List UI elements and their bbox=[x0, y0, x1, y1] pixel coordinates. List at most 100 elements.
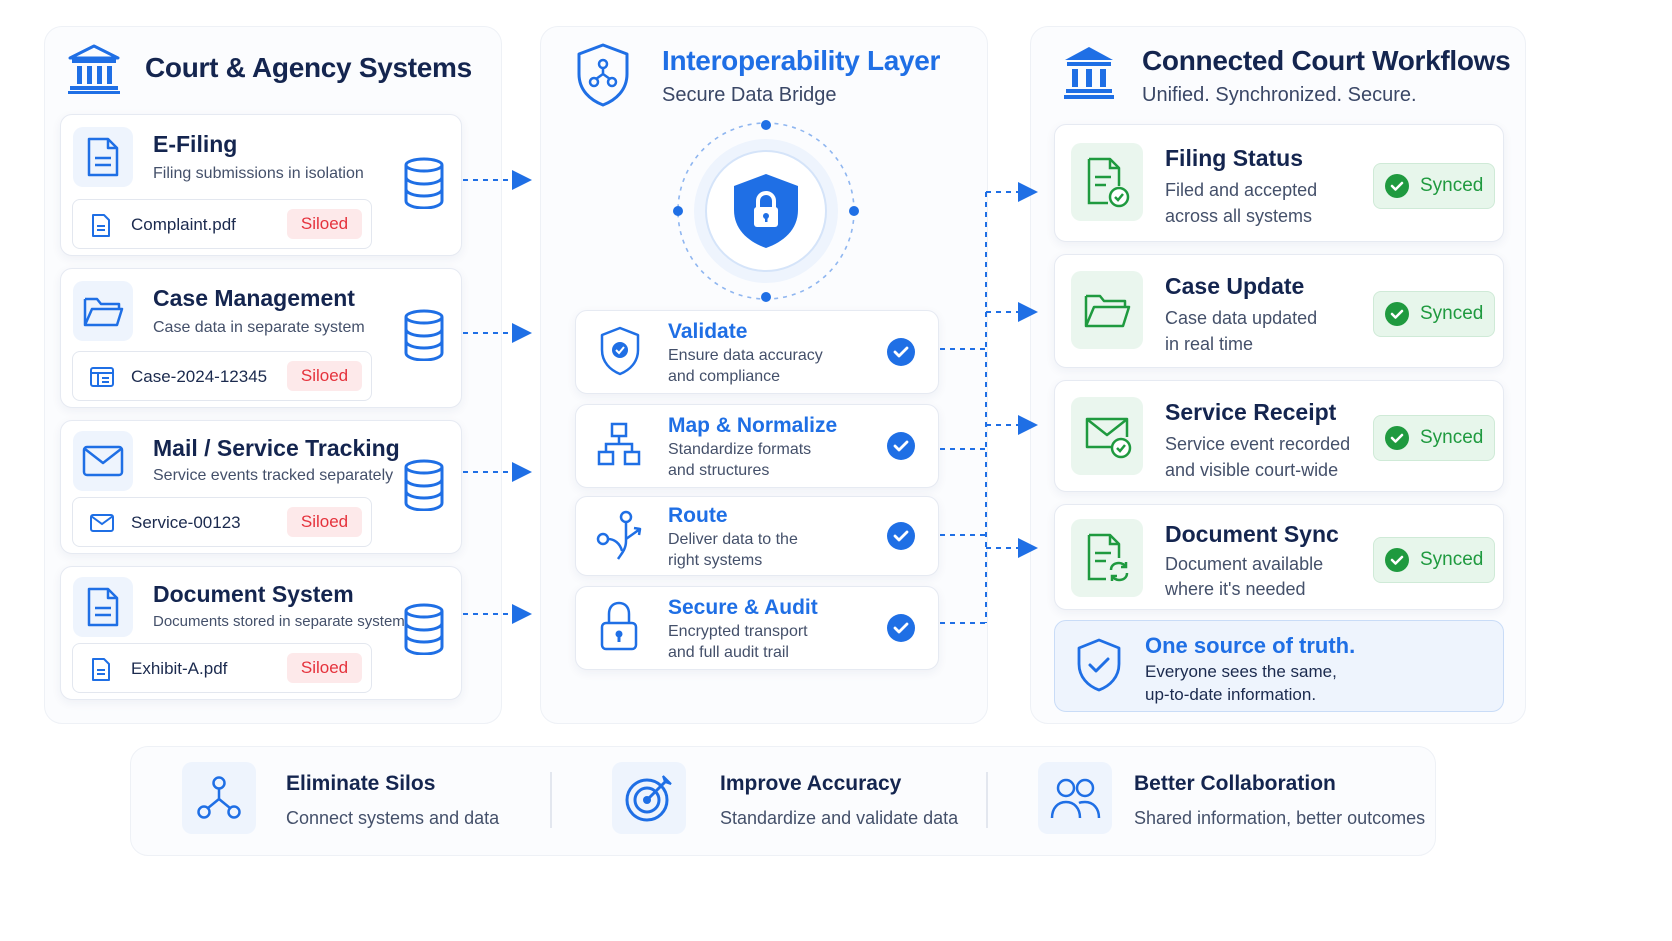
people-icon bbox=[1050, 778, 1101, 819]
workflow-desc-line1: Service event recorded bbox=[1165, 434, 1351, 454]
benefit-divider bbox=[550, 772, 552, 828]
system-desc: Documents stored in separate system bbox=[153, 613, 405, 630]
mail-icon bbox=[82, 445, 124, 477]
step-desc-line2: and full audit trail bbox=[668, 644, 789, 661]
source-of-truth-callout: One source of truth. Everyone sees the s… bbox=[1054, 620, 1504, 712]
workflow-title: Filing Status bbox=[1165, 145, 1303, 171]
target-icon-box bbox=[612, 762, 686, 834]
case-file-icon bbox=[90, 367, 114, 387]
mail-icon-box bbox=[73, 431, 133, 491]
step-title: Secure & Audit bbox=[668, 596, 818, 619]
workflow-card-filing-status[interactable]: Filing Status Filed and accepted across … bbox=[1054, 124, 1504, 242]
file-name: Exhibit-A.pdf bbox=[131, 659, 228, 678]
system-name: Mail / Service Tracking bbox=[153, 435, 400, 461]
workflow-desc-line2: in real time bbox=[1165, 334, 1254, 354]
siloed-badge: Siloed bbox=[287, 361, 362, 391]
workflow-card-document-sync[interactable]: Document Sync Document available where i… bbox=[1054, 504, 1504, 610]
benefit-title: Better Collaboration bbox=[1134, 772, 1336, 795]
check-circle-icon bbox=[887, 338, 915, 366]
system-name: E-Filing bbox=[153, 131, 238, 157]
step-desc-line2: and structures bbox=[668, 462, 770, 479]
synced-label: Synced bbox=[1420, 303, 1484, 324]
mail-check-icon-box bbox=[1071, 397, 1143, 475]
system-name: Document System bbox=[153, 581, 354, 607]
check-circle-icon bbox=[1385, 174, 1409, 198]
mail-check-icon bbox=[1085, 417, 1132, 459]
system-desc: Case data in separate system bbox=[153, 319, 365, 336]
service-id: Service-00123 bbox=[131, 513, 241, 532]
courthouse-icon bbox=[1062, 44, 1116, 105]
hierarchy-icon bbox=[597, 422, 641, 466]
step-title: Route bbox=[668, 504, 728, 527]
workflow-title: Document Sync bbox=[1165, 521, 1339, 547]
system-card-efiling[interactable]: E-Filing Filing submissions in isolation… bbox=[60, 114, 462, 256]
synced-label: Synced bbox=[1420, 175, 1484, 196]
step-card-secure-audit[interactable]: Secure & Audit Encrypted transport and f… bbox=[575, 586, 939, 670]
document-icon-box bbox=[73, 127, 133, 187]
document-check-icon-box bbox=[1071, 143, 1143, 221]
file-item[interactable]: Complaint.pdf Siloed bbox=[72, 199, 372, 249]
workflow-desc-line2: where it's needed bbox=[1165, 579, 1306, 599]
check-circle-icon bbox=[887, 522, 915, 550]
system-name: Case Management bbox=[153, 285, 355, 311]
step-desc-line1: Deliver data to the bbox=[668, 531, 798, 548]
step-desc-line1: Ensure data accuracy bbox=[668, 347, 823, 364]
step-card-route[interactable]: Route Deliver data to the right systems bbox=[575, 496, 939, 576]
workflow-card-case-update[interactable]: Case Update Case data updated in real ti… bbox=[1054, 254, 1504, 368]
step-card-validate[interactable]: Validate Ensure data accuracy and compli… bbox=[575, 310, 939, 394]
court-systems-title: Court & Agency Systems bbox=[145, 52, 472, 83]
workflow-title: Case Update bbox=[1165, 273, 1305, 299]
step-desc-line2: right systems bbox=[668, 552, 763, 569]
database-icon bbox=[404, 459, 444, 511]
document-icon-box bbox=[73, 577, 133, 637]
document-sync-icon-box bbox=[1071, 519, 1143, 597]
synced-badge: Synced bbox=[1373, 291, 1495, 337]
system-card-document-system[interactable]: Document System Documents stored in sepa… bbox=[60, 566, 462, 700]
synced-badge: Synced bbox=[1373, 537, 1495, 583]
check-circle-icon bbox=[1385, 302, 1409, 326]
step-title: Map & Normalize bbox=[668, 414, 838, 437]
shield-check-icon bbox=[1077, 638, 1121, 692]
case-item[interactable]: Case-2024-12345 Siloed bbox=[72, 351, 372, 401]
system-card-case-management[interactable]: Case Management Case data in separate sy… bbox=[60, 268, 462, 408]
file-icon bbox=[92, 658, 110, 681]
workflow-desc-line1: Case data updated bbox=[1165, 308, 1318, 328]
benefit-desc: Connect systems and data bbox=[286, 808, 500, 828]
system-card-mail-service[interactable]: Mail / Service Tracking Service events t… bbox=[60, 420, 462, 554]
step-card-map-normalize[interactable]: Map & Normalize Standardize formats and … bbox=[575, 404, 939, 488]
secure-bridge-emblem bbox=[670, 118, 862, 309]
workflow-desc-line1: Document available bbox=[1165, 554, 1324, 574]
check-circle-icon bbox=[887, 432, 915, 460]
truth-desc-line1: Everyone sees the same, bbox=[1145, 662, 1337, 681]
workflow-card-service-receipt[interactable]: Service Receipt Service event recorded a… bbox=[1054, 380, 1504, 492]
workflow-desc-line1: Filed and accepted bbox=[1165, 180, 1318, 200]
system-desc: Service events tracked separately bbox=[153, 467, 394, 484]
benefits-panel bbox=[130, 746, 1436, 856]
workflow-desc-line2: across all systems bbox=[1165, 206, 1313, 226]
synced-label: Synced bbox=[1420, 549, 1484, 570]
truth-title: One source of truth. bbox=[1145, 633, 1356, 658]
check-circle-icon bbox=[1385, 426, 1409, 450]
folder-icon bbox=[1084, 294, 1131, 328]
shield-check-icon bbox=[600, 326, 640, 376]
file-name: Complaint.pdf bbox=[131, 215, 236, 234]
workflows-subtitle: Unified. Synchronized. Secure. bbox=[1142, 84, 1417, 106]
benefit-title: Eliminate Silos bbox=[286, 772, 436, 795]
file-icon bbox=[92, 214, 110, 237]
envelope-icon bbox=[90, 514, 114, 532]
database-icon bbox=[404, 603, 444, 655]
exhibit-item[interactable]: Exhibit-A.pdf Siloed bbox=[72, 643, 372, 693]
benefit-title: Improve Accuracy bbox=[720, 772, 902, 795]
people-icon-box bbox=[1038, 762, 1112, 834]
shield-network-icon bbox=[574, 42, 632, 113]
siloed-badge: Siloed bbox=[287, 507, 362, 537]
document-check-icon bbox=[1087, 157, 1130, 208]
step-title: Validate bbox=[668, 320, 748, 343]
step-desc-line2: and compliance bbox=[668, 368, 781, 385]
service-item[interactable]: Service-00123 Siloed bbox=[72, 497, 372, 547]
courthouse-icon bbox=[66, 42, 122, 101]
synced-label: Synced bbox=[1420, 427, 1484, 448]
workflow-connectors bbox=[986, 182, 1038, 558]
system-desc: Filing submissions in isolation bbox=[153, 165, 364, 182]
truth-desc-line2: up-to-date information. bbox=[1145, 685, 1317, 704]
